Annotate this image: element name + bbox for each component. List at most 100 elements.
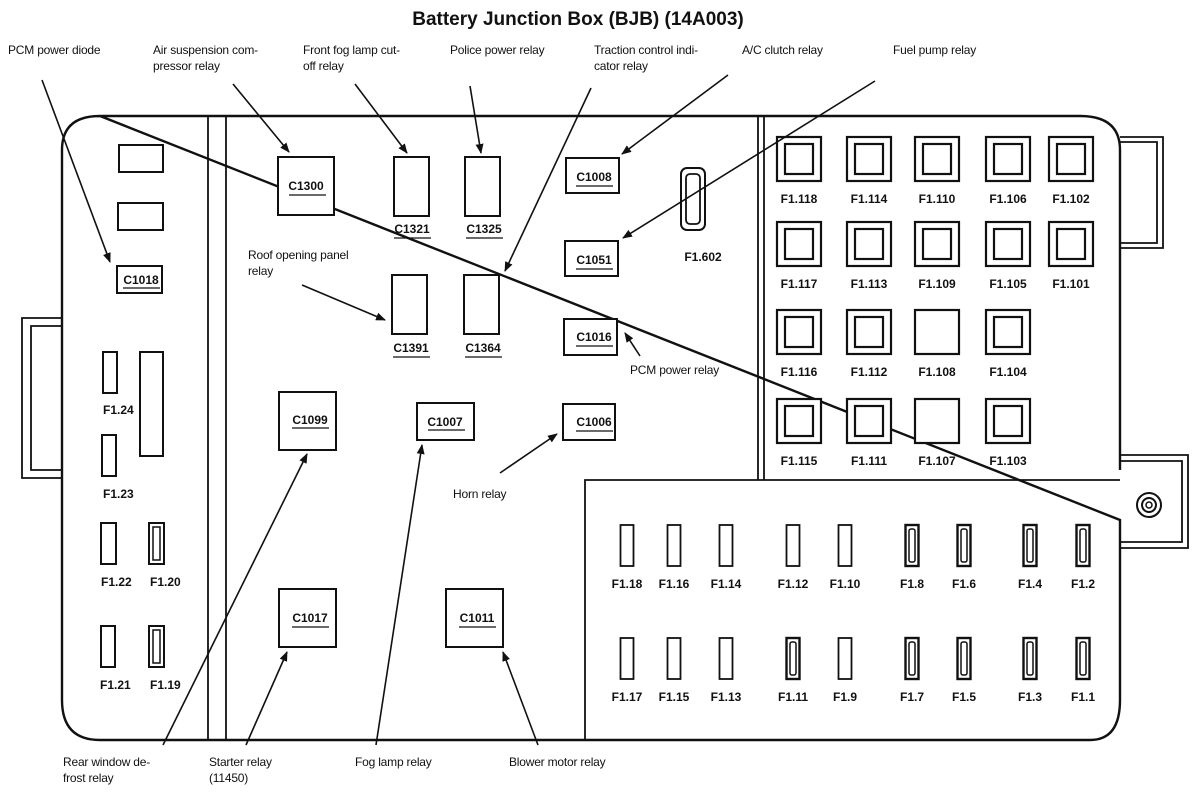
fuse-label: F1.106 [989, 192, 1027, 206]
fuse-F1.10[interactable]: F1.10 [830, 524, 861, 591]
fuse-F1.22[interactable]: F1.22 [100, 522, 132, 589]
fuse-F1.109[interactable]: F1.109 [913, 220, 961, 291]
relay-code: C1016 [576, 330, 612, 344]
fuse-F1.115[interactable]: F1.115 [775, 397, 823, 468]
relay-C1321[interactable]: C1321 [393, 156, 431, 239]
fuse-F1.15[interactable]: F1.15 [659, 637, 690, 704]
fuse-F1.108[interactable]: F1.108 [913, 308, 961, 379]
fuse-label: F1.16 [659, 577, 690, 591]
callout-horn: Horn relay [453, 487, 507, 501]
fuse-F1.21[interactable]: F1.21 [100, 625, 131, 692]
relay-C1011[interactable]: C1011 [445, 588, 504, 648]
fuse-label: F1.110 [919, 192, 956, 206]
fuse-F1.102[interactable]: F1.102 [1047, 135, 1095, 206]
relay-C1018[interactable]: C1018 [116, 265, 163, 294]
fuse-F1.6[interactable]: F1.6 [952, 523, 976, 591]
fuse-F1.110[interactable]: F1.110 [913, 135, 961, 206]
fuse-F1.112[interactable]: F1.112 [845, 308, 893, 379]
relay-C1006[interactable]: C1006 [562, 403, 616, 441]
fuse-F1.24[interactable]: F1.24 [102, 351, 134, 417]
relay-code: C1364 [465, 341, 501, 355]
relay-C1017[interactable]: C1017 [278, 588, 337, 648]
fuse-label: F1.9 [833, 690, 857, 704]
fuse-label: F1.112 [851, 365, 888, 379]
fuse-label: F1.5 [952, 690, 976, 704]
fuse-F1.118[interactable]: F1.118 [775, 135, 823, 206]
fuse-F1.7[interactable]: F1.7 [900, 636, 924, 704]
fuse-F1.19[interactable]: F1.19 [148, 625, 181, 692]
fuse-label: F1.3 [1018, 690, 1042, 704]
relay-C1364[interactable]: C1364 [463, 274, 502, 358]
leader-fuel-pump [622, 80, 876, 239]
fuse-label: F1.602 [684, 250, 722, 264]
relay-code: C1011 [460, 611, 495, 625]
fuse-F1.101[interactable]: F1.101 [1047, 220, 1095, 291]
callout-front-fog-cutoff: Front fog lamp cut-off relay [303, 43, 400, 73]
fuse-F1.23[interactable]: F1.23 [101, 434, 134, 501]
leader-lines [41, 74, 876, 746]
relay-code: C1017 [292, 611, 328, 625]
fuse-label: F1.14 [711, 577, 742, 591]
housing-outline [21, 114, 1189, 742]
fuse-F1.1[interactable]: F1.1 [1071, 636, 1095, 704]
fuse-label: F1.103 [989, 454, 1027, 468]
bolt-stud-icon [1136, 492, 1162, 518]
fuse-label: F1.104 [989, 365, 1027, 379]
fuse-F1.11[interactable]: F1.11 [778, 636, 808, 704]
fuse-F1.114[interactable]: F1.114 [845, 135, 893, 206]
fuse-F1.107[interactable]: F1.107 [913, 397, 961, 468]
fuse-F1.602[interactable]: F1.602 [680, 167, 722, 264]
fuse-F1.12[interactable]: F1.12 [778, 524, 809, 591]
callout-starter: Starter relay(11450) [209, 755, 272, 785]
fuse-F1.103[interactable]: F1.103 [984, 397, 1032, 468]
fuse-label: F1.12 [778, 577, 809, 591]
fuse-label: F1.117 [781, 277, 818, 291]
fuse-label: F1.15 [659, 690, 690, 704]
fuse-label: F1.101 [1052, 277, 1090, 291]
leader-starter [245, 651, 288, 746]
fuse-F1.2[interactable]: F1.2 [1071, 523, 1095, 591]
relay-C1391[interactable]: C1391 [391, 274, 430, 358]
fuse-label: F1.24 [103, 403, 134, 417]
leader-horn [499, 433, 558, 474]
fuse-F1.111[interactable]: F1.111 [845, 397, 893, 468]
fuse-label: F1.17 [612, 690, 643, 704]
relay-C1051[interactable]: C1051 [564, 240, 619, 277]
fuse-F1.105[interactable]: F1.105 [984, 220, 1032, 291]
fuse-label: F1.20 [150, 575, 181, 589]
fuse-F1.116[interactable]: F1.116 [775, 308, 823, 379]
relay-code: C1325 [466, 222, 502, 236]
fuse-F1.9[interactable]: F1.9 [833, 637, 857, 704]
relay-C1099[interactable]: C1099 [278, 391, 337, 451]
fuse-F1.13[interactable]: F1.13 [711, 637, 742, 704]
relay-C1325[interactable]: C1325 [464, 156, 503, 239]
leader-air-suspension [232, 83, 290, 153]
relay-C1008[interactable]: C1008 [565, 157, 620, 194]
leader-pcm-power-relay [624, 332, 641, 357]
fuse-label: F1.108 [918, 365, 956, 379]
relay-C1300[interactable]: C1300 [277, 156, 335, 216]
fuse-F1.20[interactable]: F1.20 [148, 522, 181, 589]
fuse-F1.104[interactable]: F1.104 [984, 308, 1032, 379]
fuse-F1.106[interactable]: F1.106 [984, 135, 1032, 206]
fuse-F1.8[interactable]: F1.8 [900, 523, 924, 591]
relay-code: C1007 [427, 415, 463, 429]
callout-traction-control: Traction control indi-cator relay [594, 43, 698, 73]
fuse-F1.117[interactable]: F1.117 [775, 220, 823, 291]
fuse-F1.4[interactable]: F1.4 [1018, 523, 1042, 591]
fuse-F1.18[interactable]: F1.18 [612, 524, 643, 591]
relay-C1016[interactable]: C1016 [563, 318, 618, 356]
fuse-F1.5[interactable]: F1.5 [952, 636, 976, 704]
fuse-F1.113[interactable]: F1.113 [845, 220, 893, 291]
fuse-F1.3[interactable]: F1.3 [1018, 636, 1042, 704]
relay-code: C1321 [394, 222, 430, 236]
fuse-F1.14[interactable]: F1.14 [711, 524, 742, 591]
relay-code: C1300 [288, 179, 324, 193]
fuse-F1.16[interactable]: F1.16 [659, 524, 690, 591]
fuse-label: F1.21 [100, 678, 131, 692]
callout-rear-defrost: Rear window de-frost relay [63, 755, 150, 785]
relay-C1007[interactable]: C1007 [416, 402, 475, 441]
leader-traction-control [504, 87, 592, 272]
fuse-F1.17[interactable]: F1.17 [612, 637, 643, 704]
